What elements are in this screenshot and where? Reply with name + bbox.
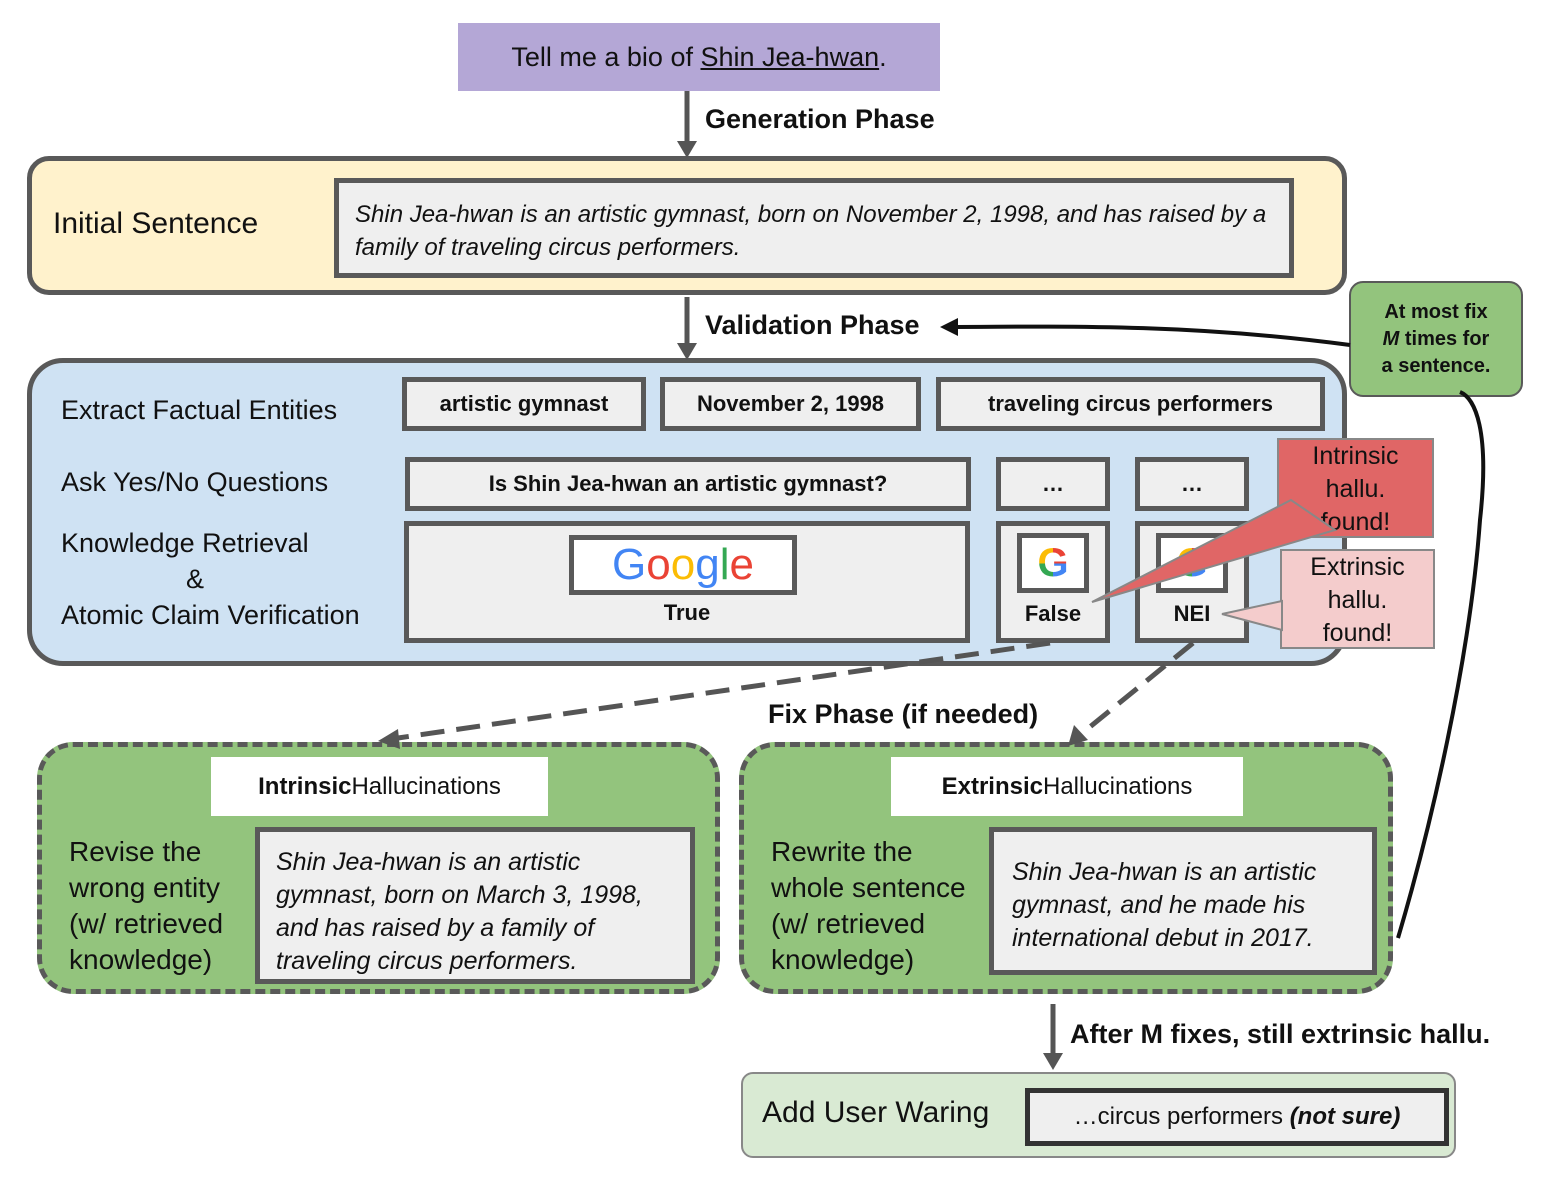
user-warning-text: …circus performers (not sure) xyxy=(1025,1088,1449,1146)
validation-phase-label: Validation Phase xyxy=(705,310,920,340)
prompt-entity: Shin Jea-hwan xyxy=(700,41,880,72)
retrieval-label-line2: Atomic Claim Verification xyxy=(61,600,360,630)
prompt-box: Tell me a bio of Shin Jea-hwan. xyxy=(458,23,940,91)
fix-phase-label: Fix Phase (if needed) xyxy=(768,699,1039,729)
question-chip: … xyxy=(996,457,1110,511)
extrinsic-fix-header: Extrinsic Hallucinations xyxy=(891,757,1243,816)
google-g-icon: G xyxy=(1156,533,1228,593)
generation-phase-label: Generation Phase xyxy=(705,104,935,134)
extract-entities-label: Extract Factual Entities xyxy=(61,395,338,425)
google-g-icon: G xyxy=(1017,533,1089,593)
extrinsic-hallucination-callout: Extrinsic hallu. found! xyxy=(1280,549,1435,649)
retrieval-label-line1: Knowledge Retrieval xyxy=(61,528,309,558)
callout-line: hallu. xyxy=(1325,475,1386,503)
extrinsic-fix-description: Rewrite the whole sentence (w/ retrieved… xyxy=(771,834,966,978)
callout-line: hallu. xyxy=(1327,586,1388,614)
entity-chip: traveling circus performers xyxy=(936,377,1325,431)
arrow-generation xyxy=(677,91,697,158)
extrinsic-head-bold: Extrinsic xyxy=(941,772,1043,800)
note-line3: a sentence. xyxy=(1381,354,1491,377)
intrinsic-fix-description: Revise the wrong entity (w/ retrieved kn… xyxy=(69,834,223,978)
callout-line: Intrinsic xyxy=(1312,442,1399,470)
arrow-after-fixes xyxy=(1043,1004,1063,1070)
warning-flag: (not sure) xyxy=(1289,1103,1401,1130)
prompt-suffix: . xyxy=(879,41,887,72)
desc-line: knowledge) xyxy=(69,944,213,975)
question-chip: … xyxy=(1135,457,1249,511)
desc-line: whole sentence xyxy=(771,872,966,903)
note-line2: M times for xyxy=(1382,326,1491,353)
google-g-letter: G xyxy=(1037,540,1069,585)
extrinsic-rewritten-sentence: Shin Jea-hwan is an artistic gymnast, an… xyxy=(989,827,1377,975)
after-fixes-label: After M fixes, still extrinsic hallu. xyxy=(1070,1019,1491,1049)
max-fix-note: At most fix M times for a sentence. xyxy=(1349,281,1523,397)
entity-chip: November 2, 1998 xyxy=(660,377,921,431)
prompt-prefix: Tell me a bio of xyxy=(511,41,693,72)
note-line1: At most fix xyxy=(1384,300,1488,323)
verdict-true: True xyxy=(663,600,711,625)
callout-line: found! xyxy=(1320,508,1391,536)
intrinsic-head-rest: Hallucinations xyxy=(351,772,501,800)
callout-line: found! xyxy=(1322,619,1393,647)
desc-line: wrong entity xyxy=(69,872,220,903)
initial-sentence-title: Initial Sentence xyxy=(53,207,259,240)
ask-questions-label: Ask Yes/No Questions xyxy=(61,467,329,497)
intrinsic-revised-sentence: Shin Jea-hwan is an artistic gymnast, bo… xyxy=(255,827,695,984)
intrinsic-head-bold: Intrinsic xyxy=(258,772,352,800)
extrinsic-head-rest: Hallucinations xyxy=(1042,772,1193,800)
intrinsic-hallucination-callout: Intrinsic hallu. found! xyxy=(1277,438,1434,538)
warning-text: …circus performers xyxy=(1073,1103,1290,1130)
question-chip: Is Shin Jea-hwan an artistic gymnast? xyxy=(405,457,971,511)
google-g-letter: G xyxy=(1176,540,1208,585)
callout-line: Extrinsic xyxy=(1310,553,1405,581)
entity-chip: artistic gymnast xyxy=(402,377,646,431)
verdict-false: False xyxy=(1024,601,1082,626)
verdict-nei: NEI xyxy=(1173,601,1211,626)
arrow-validation xyxy=(677,297,697,360)
google-logo: Google xyxy=(569,535,797,595)
intrinsic-fix-header: Intrinsic Hallucinations xyxy=(211,757,548,816)
initial-sentence-text: Shin Jea-hwan is an artistic gymnast, bo… xyxy=(334,178,1294,278)
desc-line: Revise the xyxy=(69,836,202,867)
user-warning-title: Add User Waring xyxy=(762,1096,990,1129)
google-wordmark: Google xyxy=(612,540,754,589)
desc-line: knowledge) xyxy=(771,944,915,975)
note-m: M xyxy=(1382,327,1400,350)
desc-line: (w/ retrieved xyxy=(771,908,926,939)
retrieval-label-ampersand: & xyxy=(186,564,205,594)
desc-line: Rewrite the xyxy=(771,836,913,867)
note-line2-text: times for xyxy=(1399,327,1490,350)
desc-line: (w/ retrieved xyxy=(69,908,224,939)
